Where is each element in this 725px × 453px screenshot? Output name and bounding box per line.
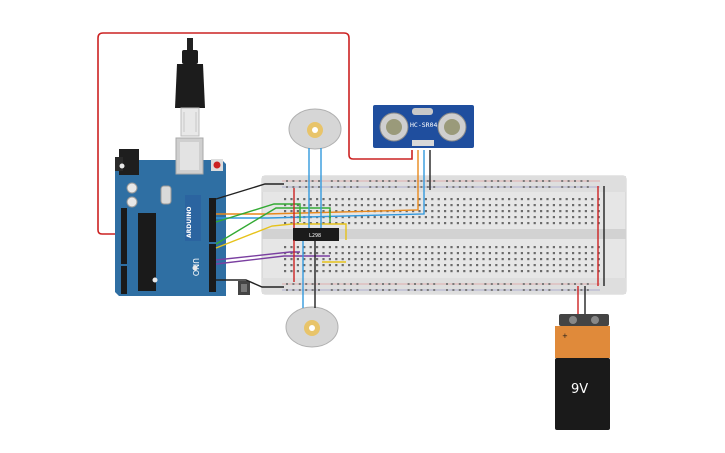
breadboard[interactable] <box>261 175 627 295</box>
dc-motor-bottom[interactable] <box>285 306 339 348</box>
arduino-uno-board[interactable]: ARDUINO UNO <box>115 137 226 296</box>
battery-9v[interactable]: 9V + <box>555 314 610 430</box>
svg-text:+: + <box>562 332 568 340</box>
dc-motor-top[interactable] <box>288 108 342 150</box>
hc-sr04-sensor[interactable]: HC-SR04 <box>373 105 474 148</box>
driver-chip-label: L298 <box>309 233 321 239</box>
wire-red-5v[interactable] <box>97 32 413 235</box>
wire-blue-echo <box>216 150 425 219</box>
wire-green-2 <box>215 207 331 245</box>
arduino-brand-label: ARDUINO <box>186 207 193 238</box>
wire-black-gnd-bottom <box>216 279 284 288</box>
wire-black-gnd-top <box>215 183 284 200</box>
sensor-label: HC-SR04 <box>410 121 437 129</box>
wire-green-1 <box>215 203 301 223</box>
wires <box>215 150 605 316</box>
wire-yellow <box>215 223 347 249</box>
driver-chip[interactable]: L298 <box>293 228 339 241</box>
motor-leads <box>302 148 322 308</box>
breadboard-holes <box>284 180 600 291</box>
usb-plug-icon <box>175 38 205 137</box>
wire-purple-1 <box>215 251 300 261</box>
push-button-icon[interactable] <box>238 281 250 295</box>
battery-label: 9V <box>571 382 588 397</box>
